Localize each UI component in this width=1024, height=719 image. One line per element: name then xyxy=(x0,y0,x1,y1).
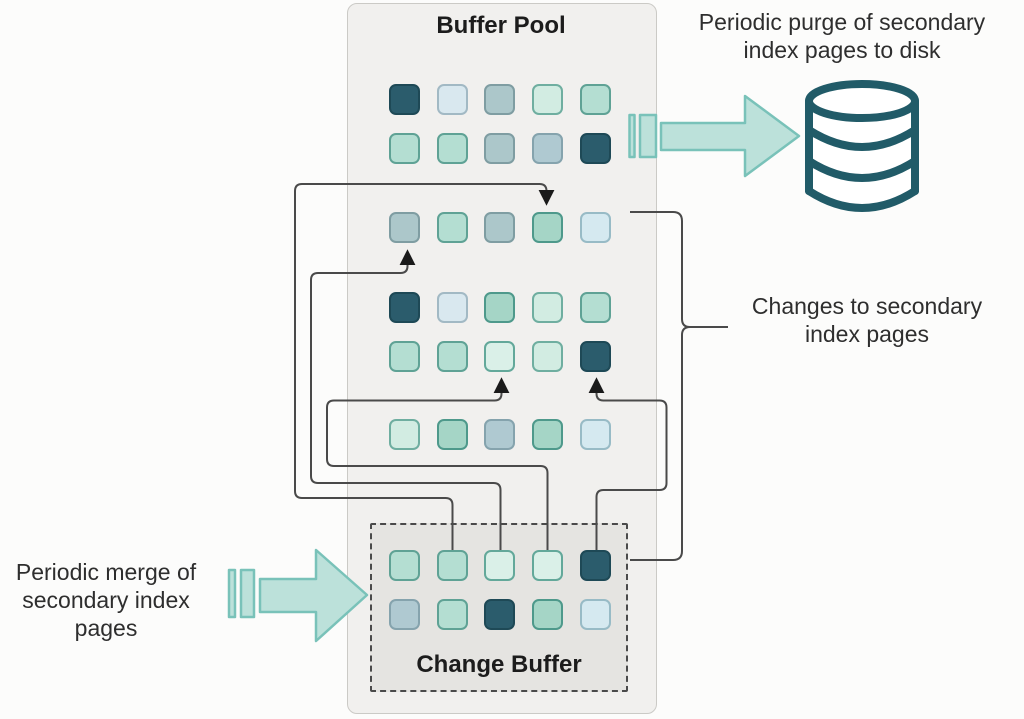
merge-label-line2: secondary index xyxy=(22,587,190,613)
changes-label-line1: Changes to secondary xyxy=(751,293,983,319)
change-buffer-title: Change Buffer xyxy=(416,651,582,678)
merge-label-line1: Periodic merge of xyxy=(15,559,197,585)
purge-label: Periodic purge of secondary index pages … xyxy=(660,8,1024,64)
database-icon xyxy=(805,80,919,212)
purge-label-line1: Periodic purge of secondary xyxy=(698,9,986,35)
merge-label: Periodic merge of secondary index pages xyxy=(0,558,212,642)
buffer-pool-title: Buffer Pool xyxy=(436,12,566,39)
changes-label-line2: index pages xyxy=(804,321,930,347)
purge-label-line2: index pages to disk xyxy=(743,37,941,63)
changes-label: Changes to secondary index pages xyxy=(722,292,1012,348)
merge-label-line3: pages xyxy=(74,615,138,641)
